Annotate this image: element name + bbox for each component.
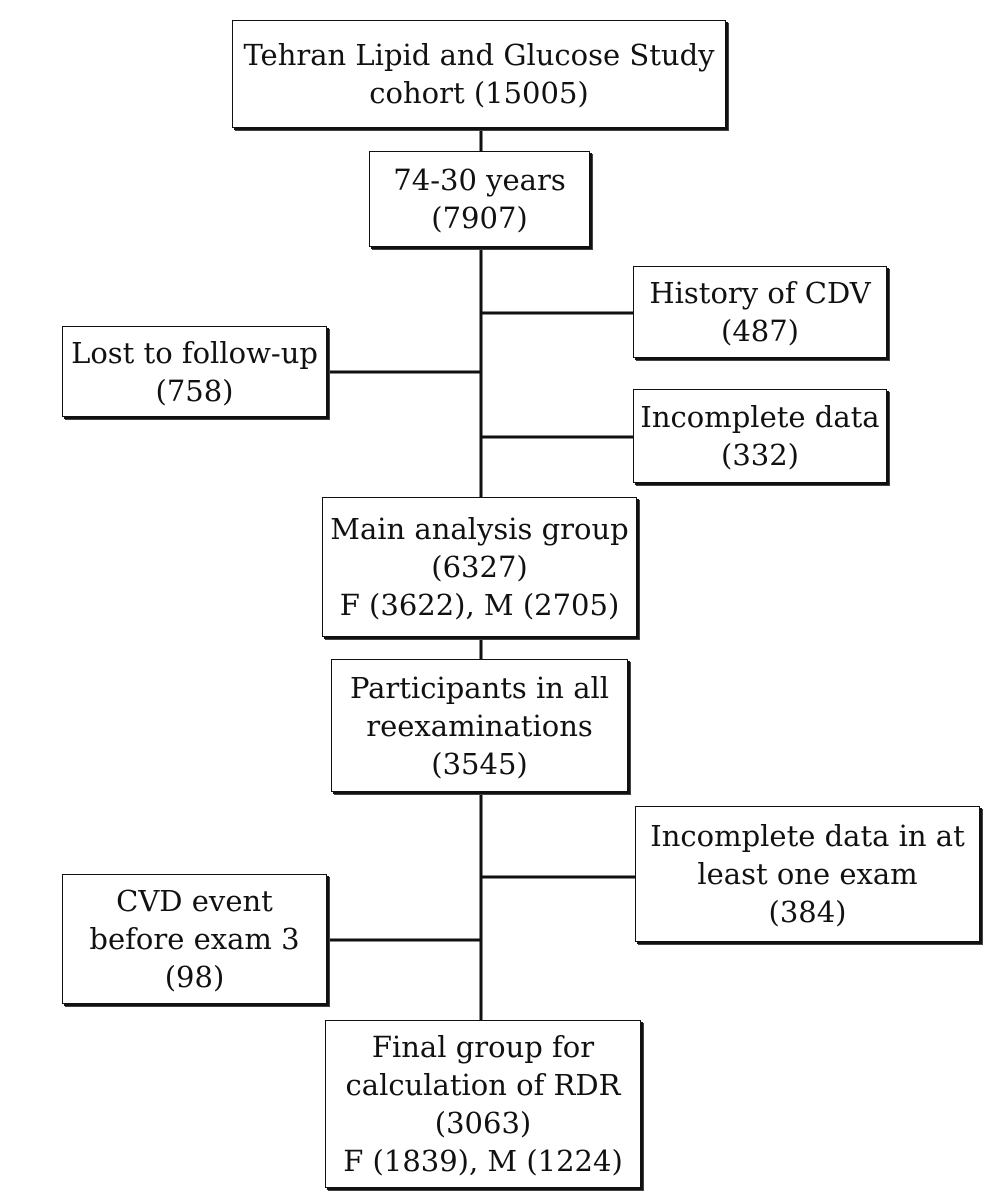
incomplete-exam-box: Incomplete data in at least one exam (38… <box>635 806 980 942</box>
lost-followup-box: Lost to follow-up (758) <box>62 326 327 417</box>
participants-all-line1: Participants in all <box>349 670 610 705</box>
age-group-box: 74-30 years (7907) <box>369 151 590 247</box>
cvd-event-box: CVD event before exam 3 (98) <box>62 874 327 1004</box>
age-group-line1: 74-30 years <box>393 163 566 197</box>
final-group-line3: (3063) <box>434 1106 532 1140</box>
lost-followup-line1: Lost to follow-up <box>71 335 318 370</box>
history-cdv-line1: History of CDV <box>649 276 871 310</box>
incomplete-exam-line1: Incomplete data in at <box>650 819 965 853</box>
final-group-line1: Final group for <box>371 1030 595 1064</box>
age-group-line2: (7907) <box>431 201 528 235</box>
history-cdv-line2: (487) <box>721 314 799 348</box>
final-group-line2: calculation of RDR <box>345 1068 621 1102</box>
participants-all-line3: (3545) <box>431 746 528 781</box>
final-group-box: Final group for calculation of RDR (3063… <box>325 1020 641 1188</box>
cvd-event-line1: CVD event <box>116 884 273 918</box>
main-analysis-line1: Main analysis group <box>330 512 629 546</box>
incomplete-exam-line3: (384) <box>768 895 847 929</box>
cohort-box: Tehran Lipid and Glucose Study cohort (1… <box>232 20 726 128</box>
incomplete-exam-line2: least one exam <box>697 857 918 891</box>
cvd-event-line3: (98) <box>164 960 225 994</box>
main-analysis-box: Main analysis group (6327) F (3622), M (… <box>322 497 637 637</box>
cvd-event-line2: before exam 3 <box>89 922 300 956</box>
lost-followup-line2: (758) <box>155 373 234 408</box>
incomplete-data-line1: Incomplete data <box>640 400 880 434</box>
participants-all-box: Participants in all reexaminations (3545… <box>331 659 628 792</box>
incomplete-data-line2: (332) <box>721 438 799 472</box>
history-cdv-box: History of CDV (487) <box>633 266 887 358</box>
final-group-line4: F (1839), M (1224) <box>343 1144 623 1178</box>
cohort-line1: Tehran Lipid and Glucose Study <box>243 38 715 72</box>
main-analysis-line3: F (3622), M (2705) <box>339 588 620 622</box>
participants-all-line2: reexaminations <box>366 708 593 743</box>
cohort-line2: cohort (15005) <box>369 76 589 110</box>
incomplete-data-box: Incomplete data (332) <box>633 389 887 483</box>
main-analysis-line2: (6327) <box>431 550 528 584</box>
